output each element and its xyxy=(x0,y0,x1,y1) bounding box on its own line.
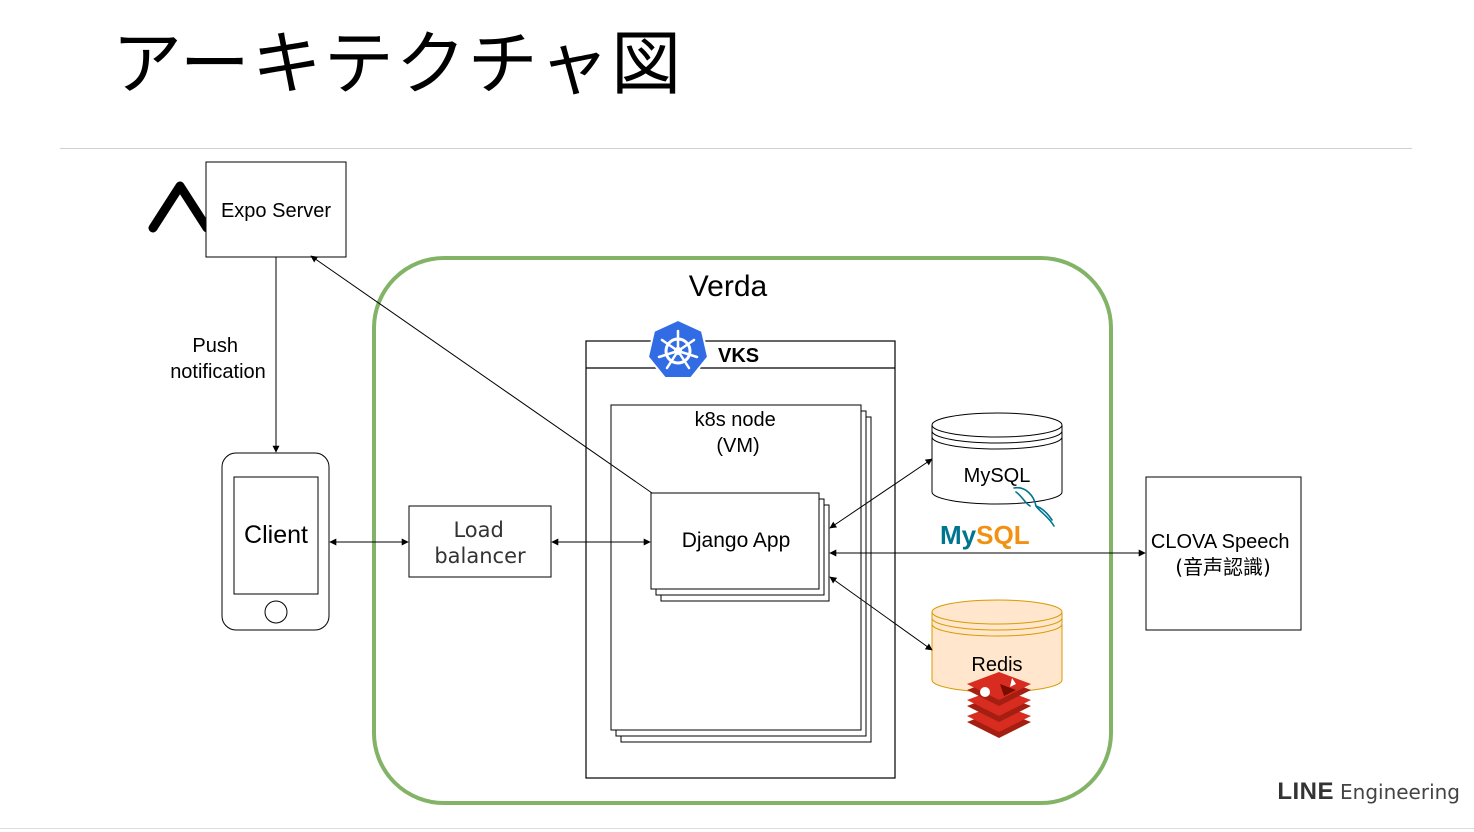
verda-label: Verda xyxy=(689,270,768,303)
mysql-label: MySQL xyxy=(964,465,1031,487)
django-app-label: Django App xyxy=(682,529,791,552)
redis-cylinder xyxy=(931,599,1063,693)
title-divider xyxy=(60,148,1412,149)
kubernetes-icon xyxy=(646,318,710,379)
clova-line2: (音声認識) xyxy=(1175,555,1271,579)
redis-logo-icon xyxy=(967,672,1031,738)
push-label-line1: Push xyxy=(192,335,238,357)
load-balancer-line2: balancer xyxy=(434,544,526,568)
load-balancer-line1: Load xyxy=(453,518,503,542)
push-label-line2: notification xyxy=(170,361,266,383)
django-redis-arrow xyxy=(829,576,933,651)
mysql-logo: MySQL xyxy=(940,520,1030,550)
expo-server-box xyxy=(205,161,347,258)
verda-container xyxy=(372,256,1113,805)
load-balancer-box xyxy=(408,505,552,578)
mysql-cylinder xyxy=(931,412,1063,505)
engineering-label: Engineering xyxy=(1340,780,1460,804)
django-expo-arrow xyxy=(310,255,653,494)
client-label: Client xyxy=(244,521,308,549)
k8s-node-label-line2: (VM) xyxy=(716,435,759,457)
phone-home-button xyxy=(264,600,288,624)
django-mysql-arrow xyxy=(829,458,933,529)
mysql-dolphin-icon xyxy=(1013,486,1055,527)
line-brand: LINE xyxy=(1277,778,1334,805)
expo-server-label: Expo Server xyxy=(221,200,331,222)
slide-title: アーキテクチャ図 xyxy=(112,23,684,105)
clova-speech-label: CLOVA Speech (音声認識) xyxy=(1151,531,1295,579)
client-phone xyxy=(221,452,330,631)
load-balancer-label: Load balancer xyxy=(434,518,526,568)
bottom-divider xyxy=(0,828,1474,829)
clova-line1: CLOVA Speech xyxy=(1151,531,1290,553)
redis-label: Redis xyxy=(971,654,1022,676)
k8s-node-label: k8s node (VM) xyxy=(695,409,782,457)
django-app-box xyxy=(650,492,820,590)
k8s-node-label-line1: k8s node xyxy=(695,409,776,431)
push-notification-label: Push notification xyxy=(170,335,266,383)
clova-speech-box xyxy=(1145,476,1302,631)
vks-label: VKS xyxy=(718,345,759,367)
expo-logo-icon xyxy=(148,181,212,233)
